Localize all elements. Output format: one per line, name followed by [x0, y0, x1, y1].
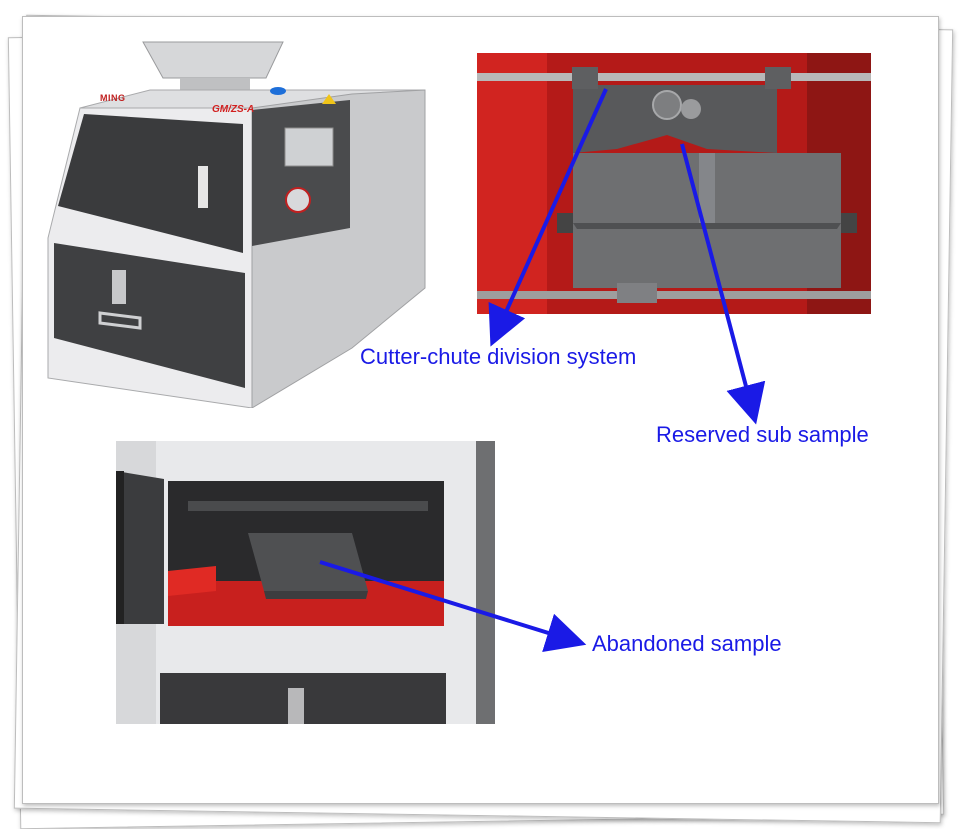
- machine-photo: MING GM/ZS-A: [40, 38, 430, 408]
- arrow-reserved-sub-sample: [680, 143, 766, 425]
- cutter-chute-label: Cutter-chute division system: [360, 344, 637, 369]
- brand-logo: MING: [100, 93, 126, 103]
- cutter-chute-photo: [477, 53, 871, 314]
- model-label: GM/ZS-A: [212, 104, 255, 115]
- cutter-chute-illustration: [477, 53, 871, 314]
- machine-illustration: [47, 41, 426, 408]
- arrow-abandoned-sample: [319, 560, 587, 652]
- abandoned-sample-label: Abandoned sample: [592, 631, 782, 656]
- reserved-sub-sample-label: Reserved sub sample: [656, 422, 869, 447]
- arrow-cutter-chute: [488, 88, 608, 347]
- drawer-illustration: [116, 441, 495, 724]
- abandoned-sample-photo: [116, 441, 495, 724]
